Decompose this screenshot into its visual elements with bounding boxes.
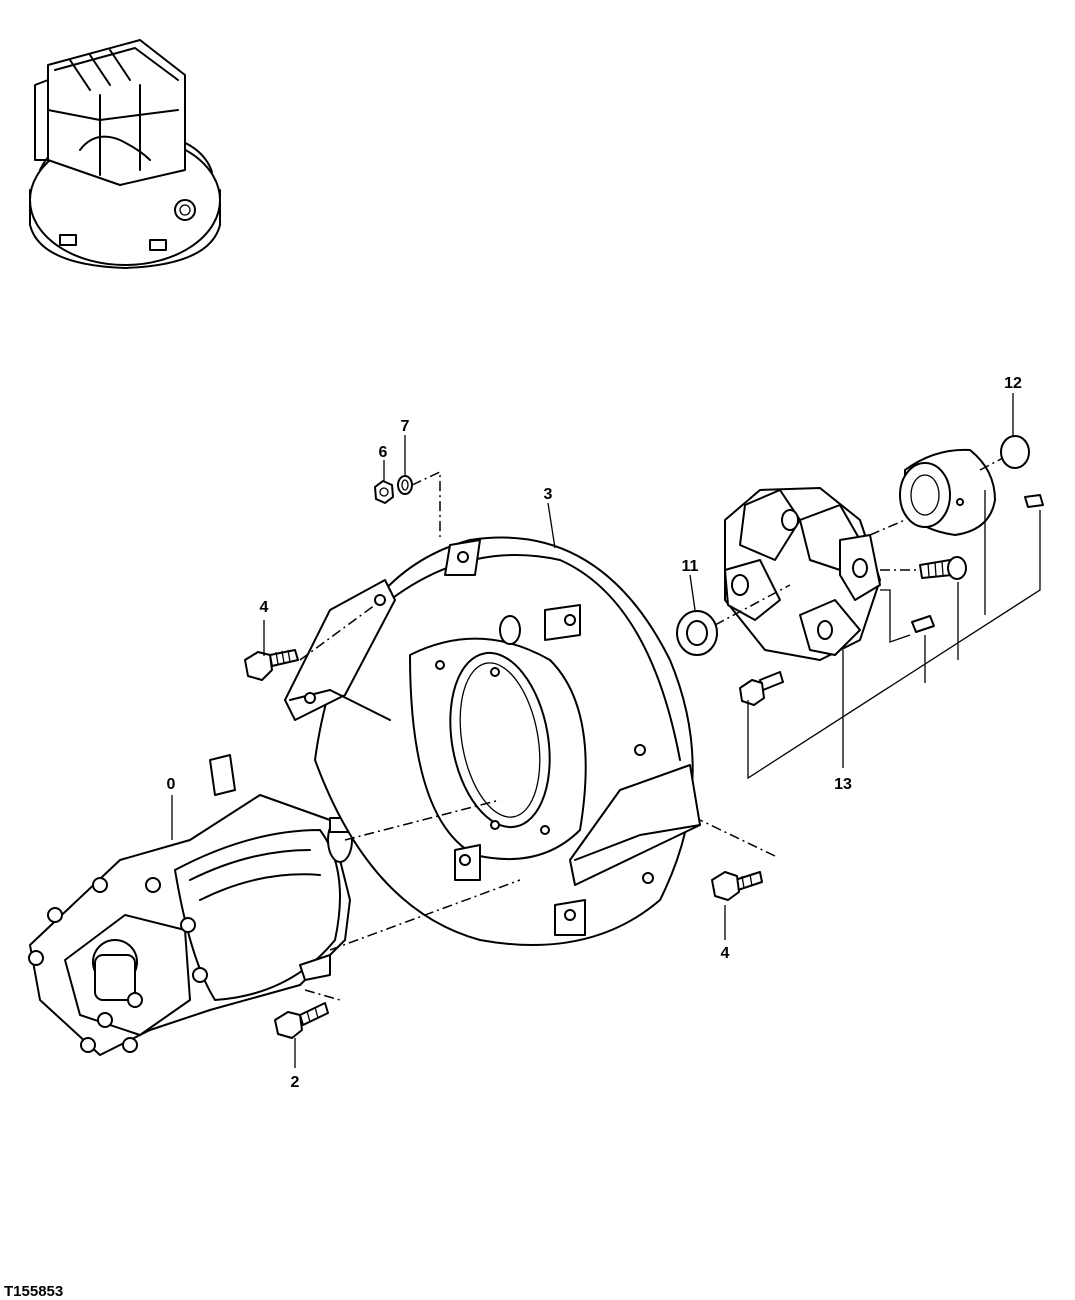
set-screw	[919, 556, 967, 580]
assembly-lines	[299, 457, 1004, 1001]
machine-overview-icon	[29, 39, 221, 269]
roll-pin	[911, 615, 935, 633]
callout-13: 13	[834, 776, 852, 793]
bolt-lower-right	[711, 871, 763, 901]
callout-7: 7	[401, 418, 410, 435]
bolt-item-2	[274, 1002, 329, 1039]
hydraulic-pump-icon	[28, 754, 353, 1056]
callout-4-lower: 4	[721, 945, 730, 962]
callout-6: 6	[379, 444, 388, 461]
callout-3: 3	[544, 486, 553, 503]
callout-0: 0	[167, 776, 176, 793]
pin-item	[1024, 494, 1044, 508]
callout-2: 2	[291, 1074, 300, 1091]
callout-11: 11	[682, 558, 699, 575]
flexible-coupling-icon	[724, 487, 881, 661]
pump-mount-housing-icon	[284, 536, 701, 946]
bolt-upper	[244, 649, 299, 681]
coupling-bolt	[739, 671, 784, 706]
callout-12: 12	[1004, 375, 1022, 392]
hub-item	[899, 448, 996, 536]
washer-item-7	[397, 475, 413, 495]
figure-id: T155853	[4, 1283, 63, 1300]
leader-lines	[171, 393, 1041, 1068]
nut-item-6	[374, 480, 394, 504]
plug-item-12	[1000, 435, 1030, 469]
bearing-item-11	[676, 610, 718, 656]
callout-4-upper: 4	[260, 599, 269, 616]
